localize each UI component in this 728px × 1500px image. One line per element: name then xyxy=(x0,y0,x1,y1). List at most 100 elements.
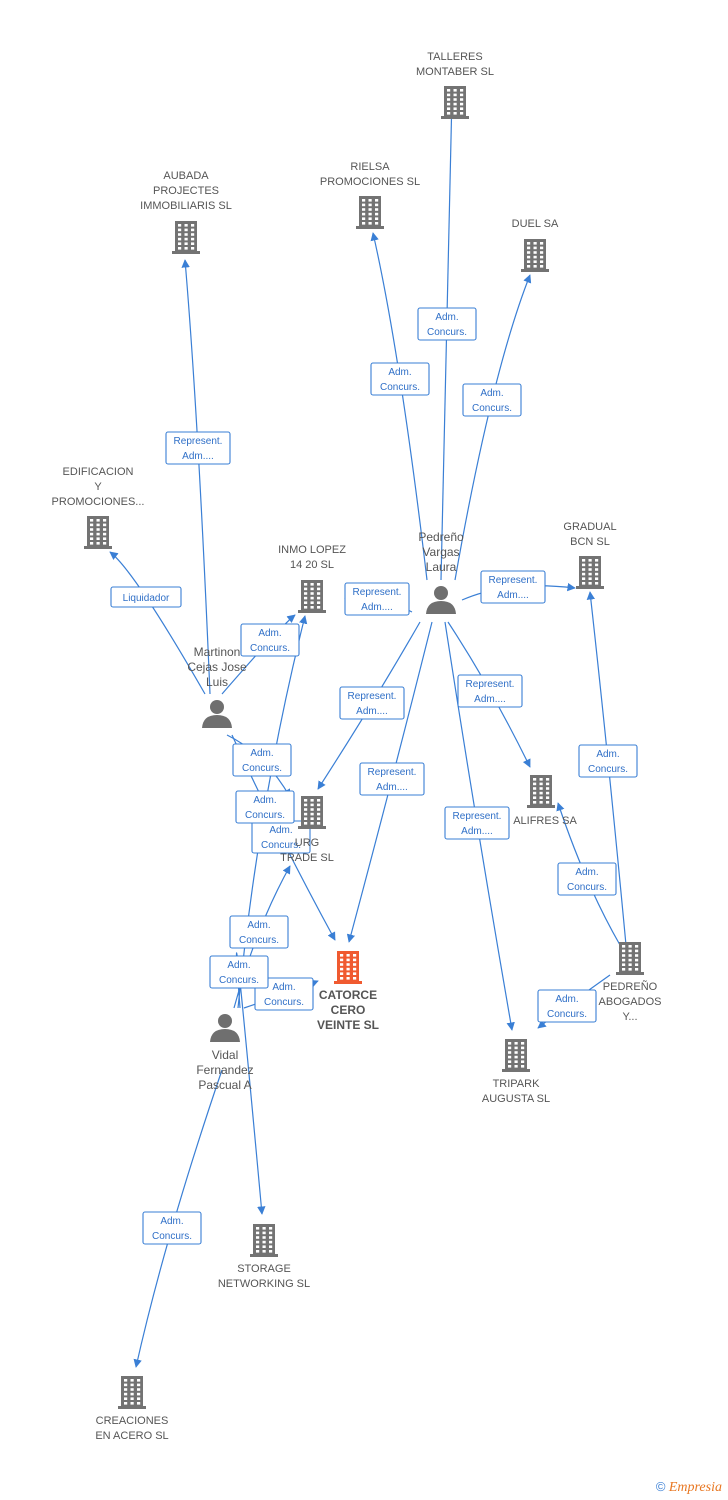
node-label-text: Y... xyxy=(622,1011,637,1023)
relation-label[interactable]: Adm. Concurs. xyxy=(557,862,617,896)
node-label-text: Vargas xyxy=(422,545,459,559)
relation-label-text: Adm. xyxy=(272,982,295,993)
building-icon xyxy=(298,580,326,613)
node-tripark[interactable]: TRIPARK AUGUSTA SL xyxy=(482,1039,550,1105)
relation-label-text: Adm.... xyxy=(461,826,493,837)
relation-label-text: Adm. xyxy=(555,994,578,1005)
node-label-text: AUBADA xyxy=(163,170,209,182)
relation-label[interactable]: Represent.Adm.... xyxy=(480,570,546,604)
node-label-text: 14 20 SL xyxy=(290,559,334,571)
relation-label-box xyxy=(344,582,410,616)
node-label-text: Fernandez xyxy=(196,1063,253,1077)
relation-label-text: Represent. xyxy=(353,587,402,598)
relation-label-box xyxy=(209,955,269,989)
relation-label[interactable]: Represent.Adm.... xyxy=(359,762,425,796)
node-label-text: NETWORKING SL xyxy=(218,1278,310,1290)
relation-label[interactable]: Represent.Adm.... xyxy=(165,431,231,465)
building-icon xyxy=(250,1224,278,1257)
relation-label[interactable]: Adm.Concurs. xyxy=(142,1211,202,1245)
relation-label-text: Concurs. xyxy=(547,1009,587,1020)
person-icon xyxy=(426,586,456,614)
node-label-text: VEINTE SL xyxy=(317,1018,379,1032)
building-icon xyxy=(356,196,384,229)
person-icon xyxy=(202,700,232,728)
relation-label-text: Concurs. xyxy=(567,882,607,893)
relation-label-text: Adm. xyxy=(435,312,458,323)
relation-label[interactable]: Adm.Concurs. xyxy=(209,955,269,989)
relation-label[interactable]: Adm.Concurs. xyxy=(462,383,522,417)
node-label-text: EN ACERO SL xyxy=(95,1430,168,1442)
relation-label-text: Concurs. xyxy=(427,327,467,338)
edges-layer xyxy=(109,94,627,1368)
relation-label[interactable]: Adm.Concurs. xyxy=(254,977,314,1011)
relation-label[interactable]: Adm.Concurs. xyxy=(229,915,289,949)
footer-brand[interactable]: © Empresia xyxy=(656,1479,722,1496)
node-label-text: GRADUAL xyxy=(563,521,616,533)
relation-label[interactable]: Adm. Concurs. xyxy=(240,623,300,657)
relation-label-text: Adm. xyxy=(258,628,281,639)
relation-label[interactable]: Represent.Adm.... xyxy=(344,582,410,616)
node-label-text: RIELSA xyxy=(350,161,390,173)
node-pedreno_abog[interactable]: PEDREÑO ABOGADOS Y... xyxy=(599,942,662,1023)
relation-label-text: Concurs. xyxy=(380,382,420,393)
relation-label-box xyxy=(480,570,546,604)
node-talleres[interactable]: TALLERES MONTABER SL xyxy=(416,51,494,119)
node-label-text: TALLERES xyxy=(427,51,482,63)
relation-label[interactable]: Represent.Adm.... xyxy=(444,806,510,840)
building-icon xyxy=(441,86,469,119)
node-label-text: PEDREÑO xyxy=(603,980,658,993)
node-label-text: CERO xyxy=(331,1003,366,1017)
relation-label-text: Adm.... xyxy=(356,706,388,717)
building-icon xyxy=(502,1039,530,1072)
node-label-text: URG xyxy=(295,837,319,849)
relation-label-box xyxy=(537,989,597,1023)
relation-label[interactable]: Adm.Concurs. xyxy=(578,744,638,778)
relation-label[interactable]: Represent. Adm.... xyxy=(339,686,405,720)
relation-label[interactable]: Adm.Concurs. xyxy=(370,362,430,396)
node-label-text: Y xyxy=(94,481,102,493)
relation-label-text: Represent. xyxy=(466,679,515,690)
relation-label-text: Adm. xyxy=(227,960,250,971)
relation-label-box xyxy=(557,862,617,896)
relation-label[interactable]: Liquidador xyxy=(110,586,182,608)
relation-label-text: Concurs. xyxy=(250,643,290,654)
relation-label-text: Adm. xyxy=(253,795,276,806)
node-label-text: AUGUSTA SL xyxy=(482,1093,550,1105)
brand-logo: Empresia xyxy=(668,1480,722,1495)
relation-label-text: Liquidador xyxy=(123,593,170,604)
node-label-text: TRIPARK xyxy=(493,1078,541,1090)
node-label-text: MONTABER SL xyxy=(416,66,494,78)
relation-label-text: Adm. xyxy=(575,867,598,878)
relation-label[interactable]: Adm.Concurs. xyxy=(235,790,295,824)
relation-label-text: Adm. xyxy=(269,825,292,836)
node-alifres[interactable]: ALIFRES SA xyxy=(513,775,577,827)
relation-label[interactable]: Adm. Concurs. xyxy=(417,307,477,341)
relation-label-text: Adm. xyxy=(250,748,273,759)
relation-label-text: Concurs. xyxy=(261,840,301,851)
relation-label-text: Represent. xyxy=(348,691,397,702)
relation-label-box xyxy=(444,806,510,840)
node-label-text: ABOGADOS xyxy=(599,996,662,1008)
building-icon xyxy=(576,556,604,589)
relation-label[interactable]: Represent.Adm.... xyxy=(457,674,523,708)
node-duel[interactable]: DUEL SA xyxy=(512,218,559,272)
relation-label[interactable]: Adm. Concurs. xyxy=(537,989,597,1023)
relation-label[interactable]: Adm.Concurs. xyxy=(232,743,292,777)
node-edificacion[interactable]: EDIFICACIONYPROMOCIONES... xyxy=(52,466,145,549)
relation-label-text: Adm.... xyxy=(497,590,529,601)
relation-label-box xyxy=(110,586,182,608)
relation-label[interactable]: Adm. Concurs. xyxy=(251,820,311,854)
relation-label-box xyxy=(254,977,314,1011)
relation-label-text: Adm. xyxy=(596,749,619,760)
